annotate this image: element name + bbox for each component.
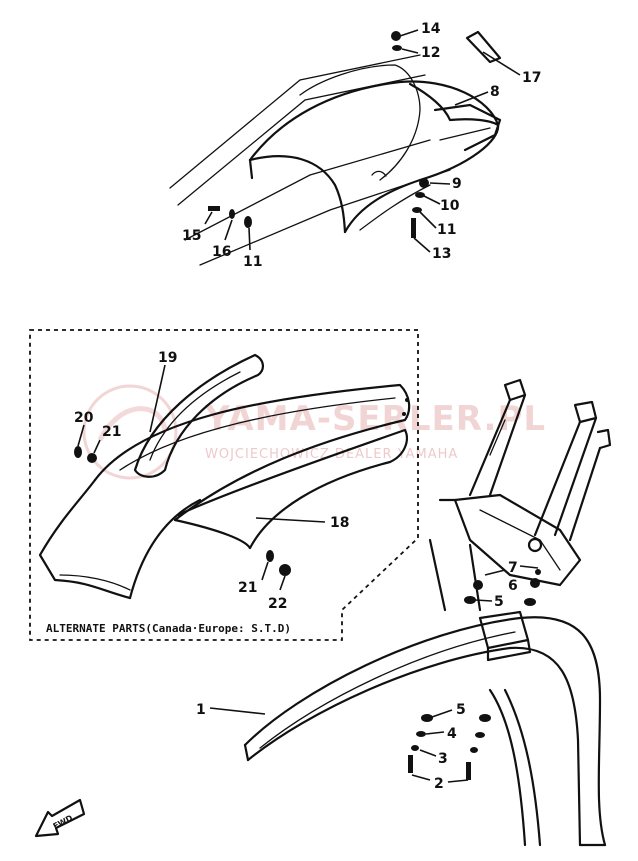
part-3-washer-right [470,747,478,753]
fasteners-fender [408,569,541,780]
callout-5-upper: 5 [494,594,504,610]
callout-15: 15 [182,228,201,244]
part-16-washer [229,209,235,219]
callout-10: 10 [440,198,460,214]
callout-11-right: 11 [437,222,456,238]
part-5-bolt-lower-right [479,714,491,722]
front-fender-1 [243,610,607,847]
part-10-washer [415,192,425,198]
part-22-washer [279,564,291,576]
watermark-tagline: WOJCIECHOWICZ DEALER YAMAHA [205,447,458,462]
callout-9: 9 [452,176,462,192]
leader-lines [77,29,539,783]
part-13-bolt [411,218,416,238]
callout-2: 2 [434,776,444,792]
part-11-washer-right [412,207,422,213]
part-9-nut [419,178,429,188]
part-2-bolt-left [408,755,413,773]
callout-11-left: 11 [243,254,262,270]
part-4-washer-right [475,732,485,738]
part-14-nut [391,31,401,41]
part-5-bolt-lower-left [421,714,433,722]
callouts: 1 2 3 4 5 5 6 7 8 9 10 11 11 12 13 14 15… [74,21,541,792]
part-21-nut-upper [87,453,97,463]
front-fork-assembly [428,378,612,612]
callout-21-upper: 21 [102,424,121,440]
alternate-parts-caption: ALTERNATE PARTS(Canada·Europe: S.T.D) [46,622,291,635]
part-15-bolt [208,206,220,211]
forward-arrow-label: FWD [52,813,75,831]
callout-8: 8 [490,84,500,100]
callout-12: 12 [421,45,440,61]
part-5-bolt-upper-right [524,598,536,606]
alternate-parts-box: ALTERNATE PARTS(Canada·Europe: S.T.D) [29,329,419,641]
callout-13: 13 [432,246,451,262]
part-21-nut-lower [266,550,274,562]
callout-1: 1 [196,702,206,718]
fasteners-top [208,31,429,238]
part-6-washer-right [530,578,540,588]
part-5-bolt-upper-left [464,596,476,604]
callout-18: 18 [330,515,349,531]
part-20-bolt [74,446,82,458]
alternate-fender-19 [133,353,264,478]
part-4-washer-left [416,731,426,737]
watermark-brand: YAMA-SERLER.PL [204,399,546,439]
watermark: YAMA-SERLER.PL WOJCIECHOWICZ DEALER YAMA… [82,384,546,480]
callout-3: 3 [438,751,448,767]
callout-19: 19 [158,350,177,366]
callout-17: 17 [522,70,541,86]
callout-7: 7 [508,560,518,576]
callout-22: 22 [268,596,287,612]
alternate-fender-18 [38,383,411,600]
callout-14: 14 [421,21,441,37]
callout-6: 6 [508,578,518,594]
forward-arrow-icon: FWD [34,798,86,838]
part-2-bolt-right [466,762,471,780]
fasteners-alternate [74,446,291,576]
callout-4: 4 [447,726,457,742]
callout-20: 20 [74,410,94,426]
callout-5-lower: 5 [456,702,466,718]
part-3-washer-left [411,745,419,751]
part-12-washer [392,45,402,51]
callout-21-lower: 21 [238,580,257,596]
part-11-grommet-left [244,216,252,228]
callout-16: 16 [212,244,231,260]
seat-cowl-assembly [169,30,502,266]
part-6-washer-left [473,580,483,590]
part-7-nut [535,569,541,575]
